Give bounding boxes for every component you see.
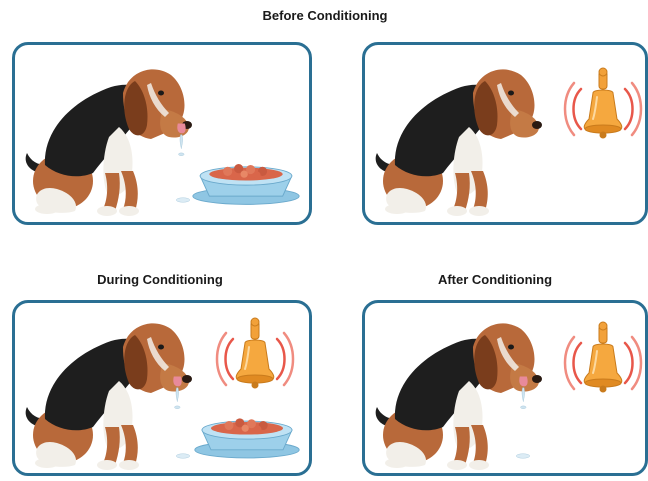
drool-icon: [177, 124, 185, 156]
dog-icon: [26, 323, 192, 470]
drool-icon: [519, 377, 527, 409]
food-bowl-icon: [193, 164, 299, 204]
dog-icon: [376, 323, 542, 470]
panel-before-bell: [362, 42, 648, 225]
heading-during-conditioning: During Conditioning: [60, 272, 260, 287]
bell-icon: [565, 68, 641, 139]
puddle-icon: [516, 454, 530, 459]
panel-during: [12, 300, 312, 476]
heading-before-conditioning: Before Conditioning: [220, 8, 430, 23]
dog-icon: [26, 69, 192, 216]
bell-icon: [565, 322, 641, 393]
drool-icon: [173, 377, 181, 409]
heading-after-conditioning: After Conditioning: [395, 272, 595, 287]
dog-icon: [376, 69, 542, 216]
bell-icon: [217, 318, 293, 389]
panel-after: [362, 300, 648, 476]
puddle-icon: [176, 198, 190, 203]
panel-before-food: [12, 42, 312, 225]
food-bowl-icon: [195, 418, 299, 458]
puddle-icon: [176, 454, 190, 459]
